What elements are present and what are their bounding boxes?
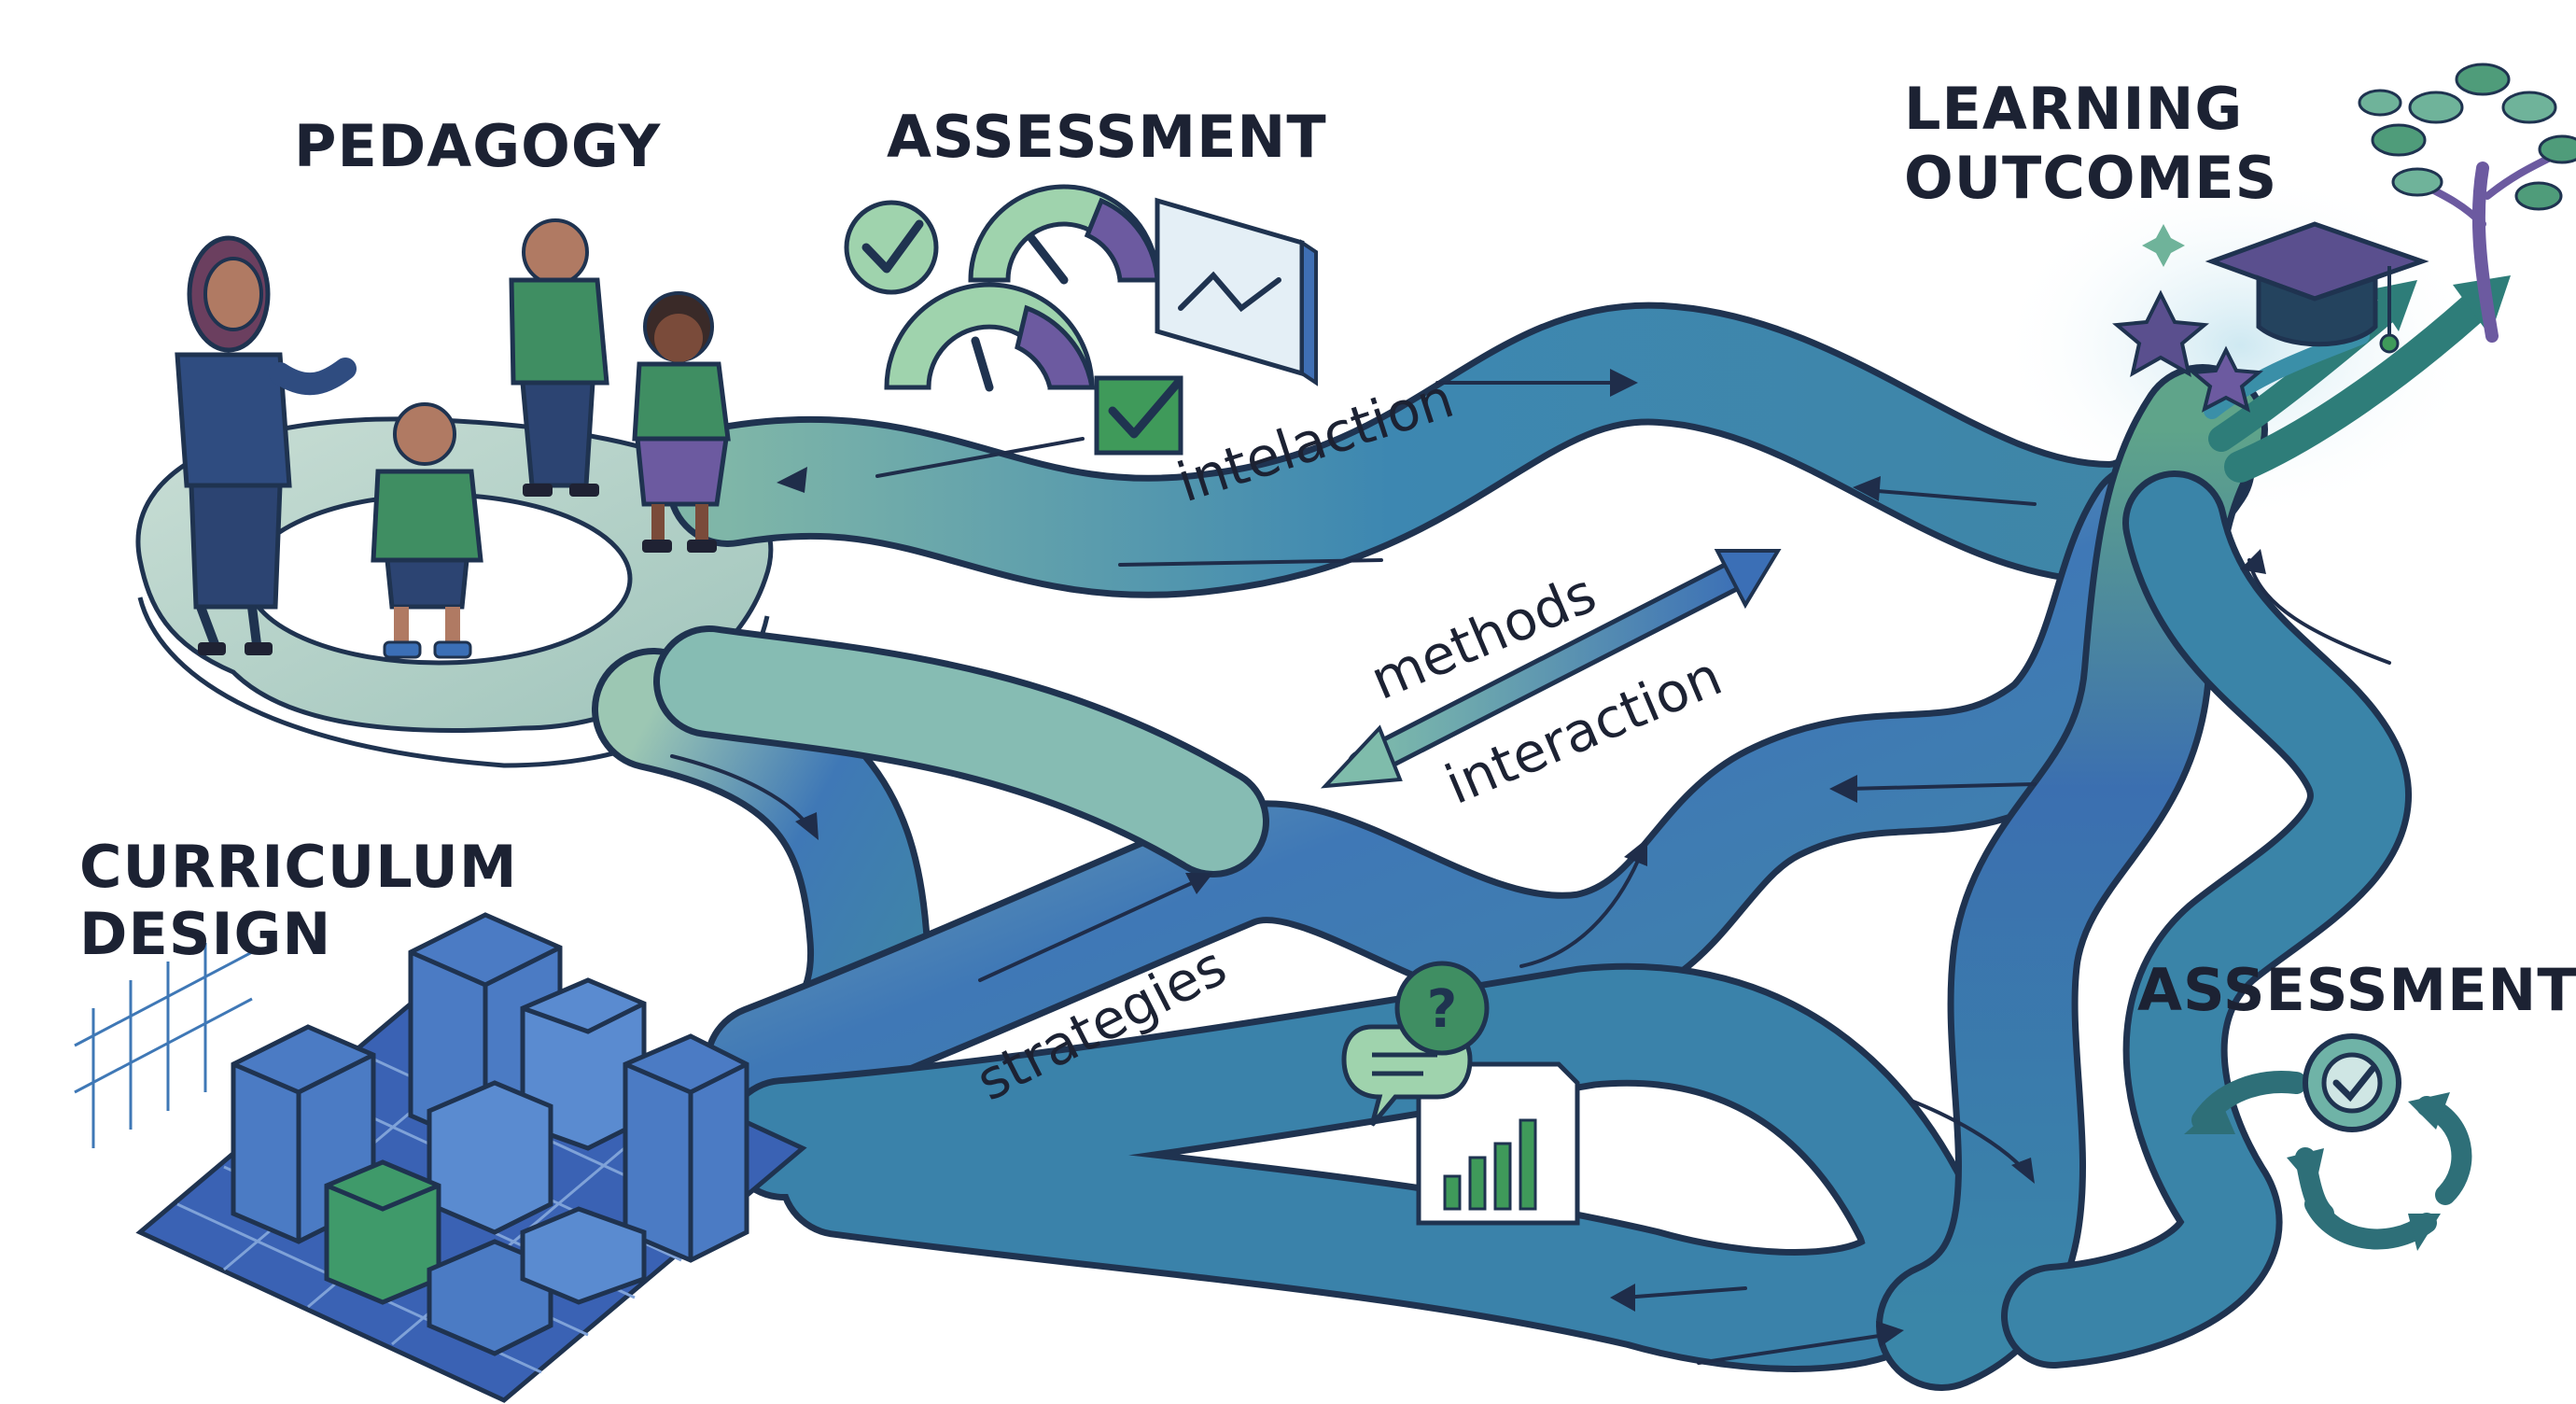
building-blocks-icon (74, 912, 807, 1403)
child-figure-1 (371, 402, 483, 659)
people-icon (175, 218, 731, 659)
teacher-figure (175, 235, 357, 655)
tree-icon (2358, 63, 2576, 343)
block-tall-4 (623, 1033, 749, 1263)
line-chart-icon (1155, 197, 1318, 386)
learning-outcomes-heading-line1: LEARNING (1904, 75, 2243, 143)
outcomes-icons (2112, 63, 2576, 413)
flow-arrows (670, 369, 2391, 1365)
sparkle-icon (2142, 224, 2185, 267)
pedagogy-heading: PEDAGOGY (294, 112, 661, 180)
bar-chart-icon (1416, 1061, 1580, 1226)
learning-outcomes-heading-line2: OUTCOMES (1904, 144, 2277, 212)
block-green (324, 1159, 441, 1305)
assessment-right-heading: ASSESSMENT (2137, 956, 2576, 1024)
star-icon (2112, 289, 2264, 413)
checkbox-icon (1094, 375, 1183, 456)
assessment-top-heading: ASSESSMENT (887, 103, 1327, 171)
block-low-2 (520, 1206, 647, 1305)
child-figure-3 (632, 291, 731, 553)
assessment-icons-top (844, 184, 1318, 456)
check-circle-icon (844, 200, 939, 295)
svg-text:?: ? (1427, 979, 1457, 1040)
river-network (592, 275, 2511, 1391)
discussion-chart-icons: ? (1341, 961, 1580, 1226)
graduation-cap-icon (2205, 221, 2429, 354)
curriculum-heading-line2: DESIGN (79, 900, 331, 968)
block-mid (427, 1080, 553, 1235)
child-figure-2 (509, 218, 609, 497)
speech-bubble-icon: ? (1341, 961, 1490, 1127)
gauge-icon (968, 184, 1160, 285)
cycle-arrows-icon (2184, 1033, 2472, 1251)
methods-interaction-arrow (1320, 549, 1782, 789)
curriculum-heading-line1: CURRICULUM (79, 833, 518, 901)
gauge-icon (884, 282, 1095, 392)
